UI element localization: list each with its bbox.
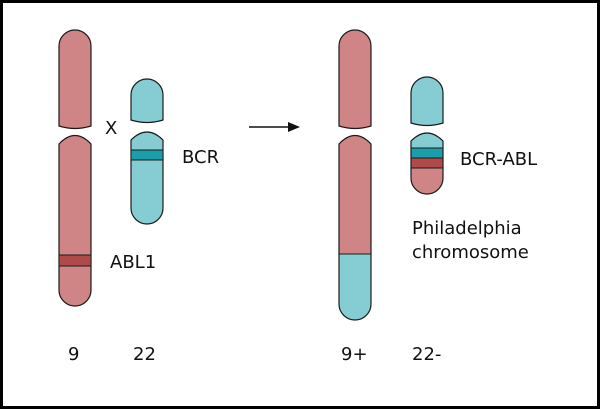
abl1-label: ABL1 [110,252,156,273]
chromosome-9 [58,29,92,307]
bcr-band [131,150,163,160]
bcr-abl-label: BCR-ABL [460,149,537,170]
cross-operator-label: X [105,118,117,139]
bcr-fusion-band [411,148,443,158]
abl-fusion-band [411,158,443,168]
chromosome-9-plus [338,29,372,321]
bcr-label: BCR [182,147,219,168]
philadelphia-label-line1: Philadelphia [412,218,522,239]
chromosome-22-label: 22 [133,344,156,365]
philadelphia-label-line2: chromosome [412,242,529,263]
abl1-band [59,255,91,266]
chromosome-22 [130,78,164,225]
chromosome-22-minus-label: 22- [412,344,441,365]
arrow-right-icon [249,122,300,132]
chromosome-9-label: 9 [68,344,79,365]
chromosome-9-plus-label: 9+ [341,344,368,365]
translocated-22-segment [339,254,371,320]
chromosome-22-minus [410,76,444,195]
